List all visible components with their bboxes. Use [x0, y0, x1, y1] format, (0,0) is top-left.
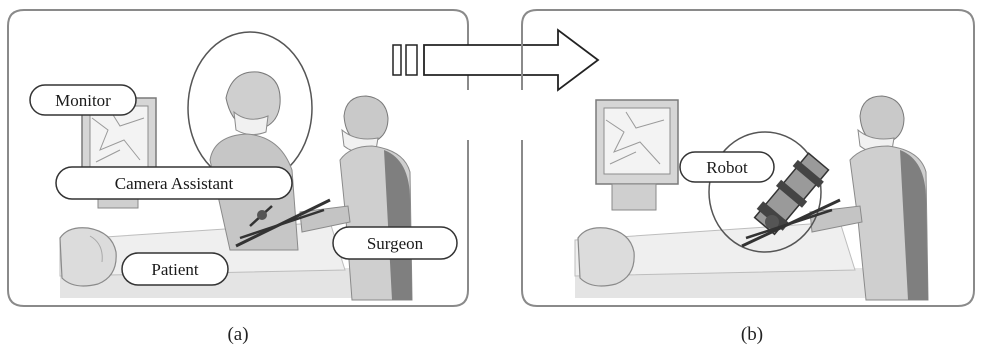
label-surgeon: Surgeon: [332, 226, 458, 260]
caption-b: (b): [741, 324, 763, 345]
patient-figure: [59, 227, 117, 287]
label-camera-assistant: Camera Assistant: [55, 166, 293, 200]
bed-sheet-b: [574, 221, 856, 277]
transition-arrow: [392, 28, 600, 92]
label-robot-text: Robot: [706, 158, 748, 177]
surgeon-figure: [299, 95, 413, 301]
surgical-instruments: [235, 198, 331, 248]
panel-a-frame: [7, 9, 469, 307]
panel-b-frame: [521, 9, 975, 307]
caption-a: (a): [227, 324, 248, 345]
label-monitor: Monitor: [29, 84, 137, 116]
label-monitor-text: Monitor: [55, 91, 111, 110]
monitor-device-b: [595, 99, 679, 211]
label-patient-text: Patient: [151, 260, 198, 279]
label-surgeon-text: Surgeon: [367, 234, 424, 253]
label-robot: Robot: [679, 151, 775, 183]
label-patient: Patient: [121, 252, 229, 286]
panel-a: Monitor Camera Assistant Surgeon Patient: [7, 9, 469, 307]
surgeon-figure-b: [809, 95, 929, 301]
label-camera-assistant-text: Camera Assistant: [115, 174, 234, 193]
patient-figure-b: [577, 227, 635, 287]
panel-b: Robot: [521, 9, 975, 307]
robot-device: [708, 131, 841, 253]
